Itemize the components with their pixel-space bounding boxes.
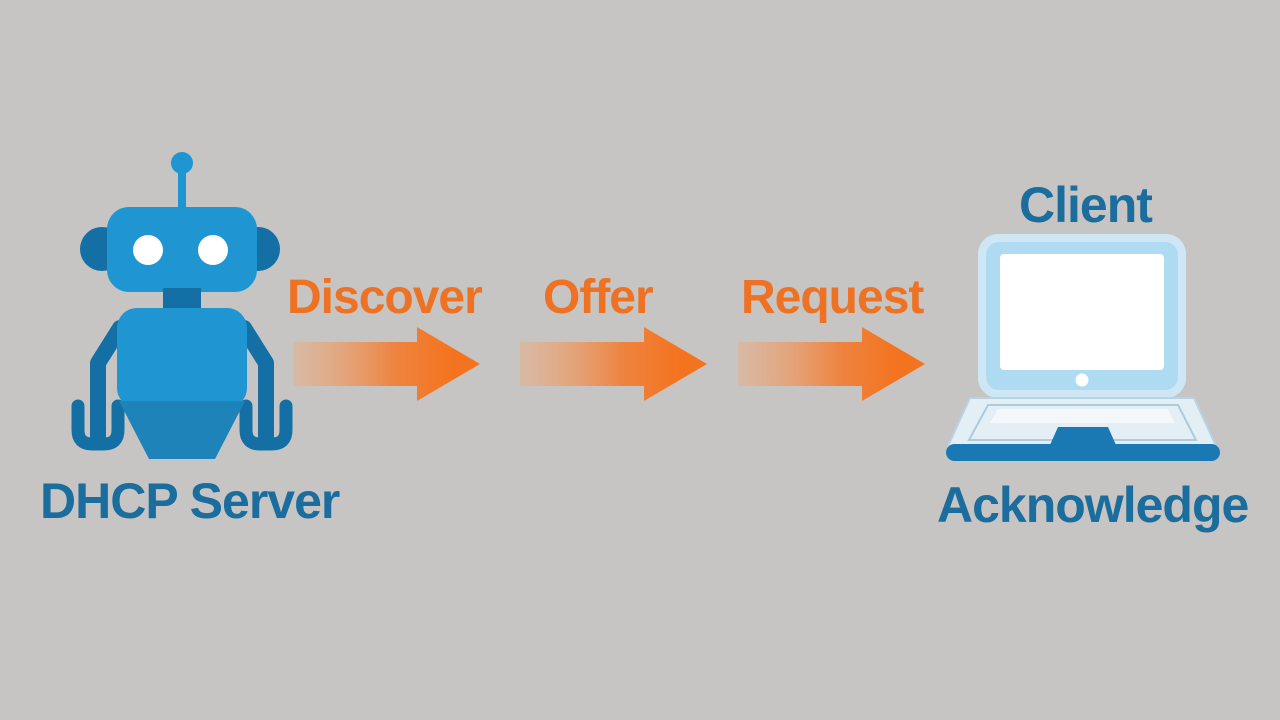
request-label: Request bbox=[741, 271, 924, 324]
client-label: Client bbox=[1019, 177, 1153, 233]
discover-label: Discover bbox=[287, 271, 483, 324]
laptop-icon bbox=[942, 232, 1222, 464]
arrow-right-icon bbox=[520, 327, 707, 401]
dhcp-server-node bbox=[58, 148, 302, 466]
robot-icon bbox=[58, 148, 302, 466]
arrow-right-icon bbox=[738, 327, 925, 401]
dhcp-server-label: DHCP Server bbox=[40, 473, 340, 529]
arrow-right-icon bbox=[293, 327, 480, 401]
offer-label: Offer bbox=[543, 271, 654, 324]
client-node bbox=[942, 232, 1222, 464]
acknowledge-label: Acknowledge bbox=[937, 477, 1249, 533]
